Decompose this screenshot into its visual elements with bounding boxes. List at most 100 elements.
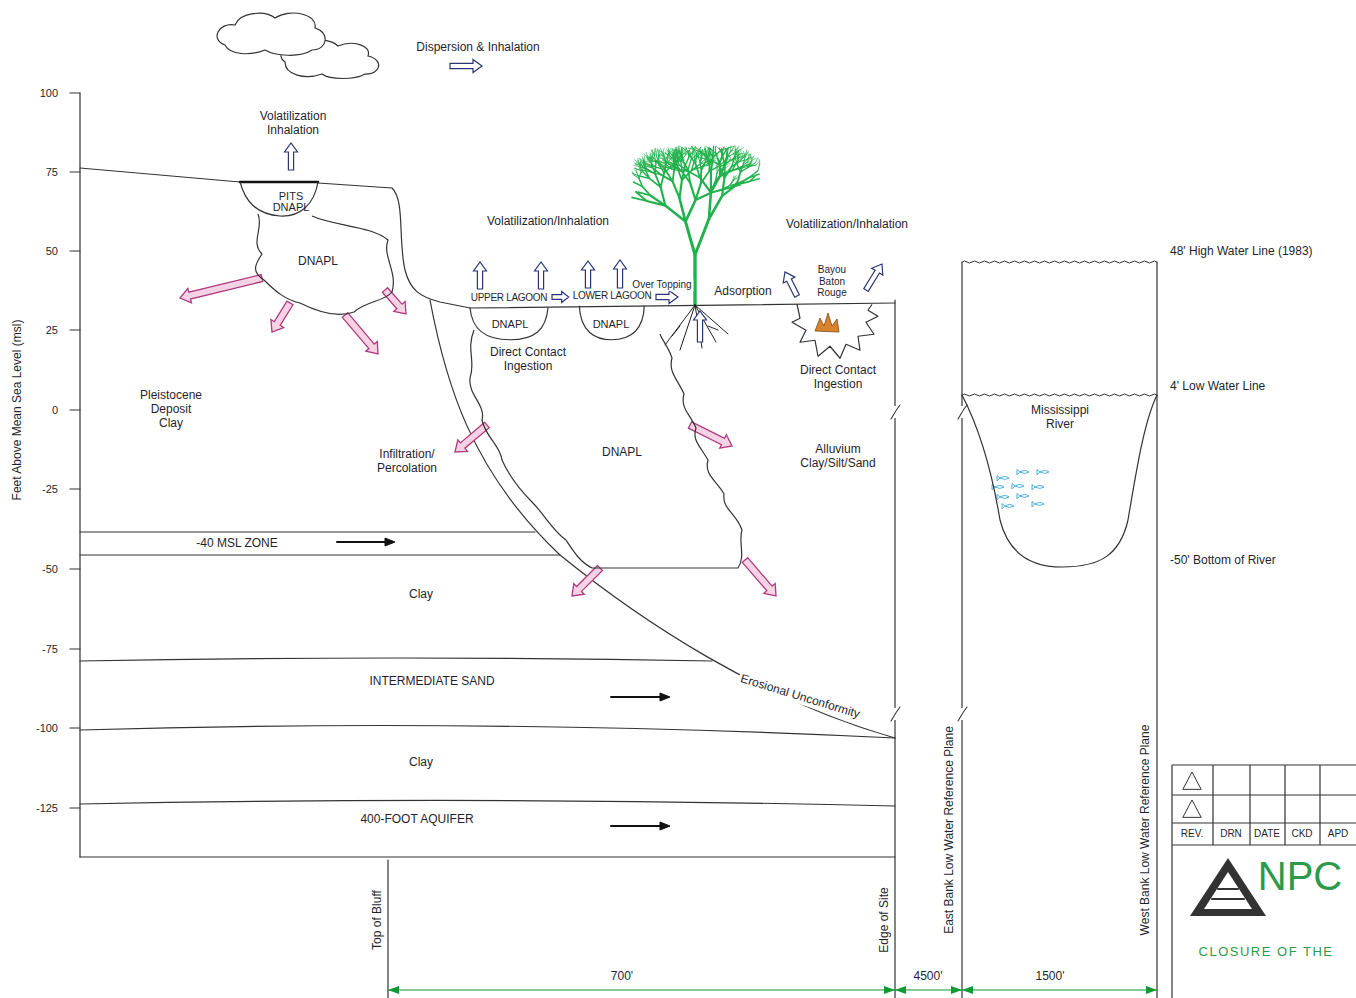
node-outline-path [470,308,548,340]
revision-triangle [1183,772,1201,817]
bluff-line [318,183,470,308]
annotation-label: APD [1328,828,1349,840]
dnapl-plume: DNAPL [248,208,398,326]
annotation-label: Volatilization/Inhalation [487,215,609,229]
migration-arrow [382,288,406,314]
pit-rim [240,181,318,184]
annotation-label: Dispersion & Inhalation [416,41,539,55]
node-outline-path [579,306,644,340]
node-outline-path [240,182,318,216]
dimension-line [388,989,1157,990]
title-block-grid [1172,765,1356,998]
annotation-label: 4500' [914,970,943,984]
title-block: NPC CLOSURE OF THE [1172,845,1356,998]
layer-boundary [80,726,895,739]
axis-line [79,93,80,857]
contamination-symbol [815,313,839,332]
break-symbol [958,405,967,419]
hollow-arrow [614,260,627,288]
annotation-label: 48' High Water Line (1983) [1170,245,1313,259]
pit: PITSDNAPL [236,180,322,220]
strata-band: INTERMEDIATE SAND [82,663,690,727]
annotation-label: -100 [36,722,58,735]
layer-boundary [80,658,712,661]
strata-band: 400-FOOT AQUIFER [82,807,892,855]
dimension-arrowhead [951,986,962,994]
annotation-label: Alluvium Clay/Silt/Sand [792,443,884,471]
layer-boundary [80,554,560,555]
break-symbol [891,707,900,721]
annotation-label: Pleistocene Deposit Clay [140,389,202,430]
hollow-arrow [864,264,883,291]
annotation-label: 25 [46,324,58,337]
dimension-arrowhead [388,986,399,994]
hollow-arrow [474,262,487,289]
company-logo [1212,889,1244,899]
node-text: UPPER LAGOON [471,292,547,304]
fish-symbol [1032,502,1044,507]
node-outline-path [962,395,1157,567]
annotation-label: -125 [36,802,58,815]
annotation-label: Feet Above Mean Sea Level (msl) [11,320,25,501]
annotation-label: 1500' [1036,970,1065,984]
migration-arrow [572,566,603,597]
hollow-arrow [285,143,298,170]
edge-of-site-line [894,300,895,998]
company-logo [1190,858,1266,916]
hollow-arrow [656,291,678,304]
fish-symbol [1012,484,1024,489]
strata-band: -40 MSL ZONE [82,533,530,554]
annotation-label: Over Topping [630,279,693,291]
layer-boundary [80,800,895,806]
node-outline-path [792,304,878,358]
node-text: Clay [409,756,433,770]
node-outline-path [470,330,742,568]
tree-root [665,305,728,350]
unconformity-line [430,300,895,738]
annotation-label: Top of Bluff [371,890,385,950]
break-symbol [958,707,967,721]
node-text: INTERMEDIATE SAND [369,675,494,689]
cloud [217,13,325,55]
tree-branch [632,157,750,201]
flow-arrowhead [660,693,670,701]
annotation-label: Volatilization Inhalation [260,110,327,138]
node-text: PITS [279,190,303,203]
node-text: NPC [1258,853,1342,899]
hollow-arrow [535,262,548,289]
tree-branch [693,255,696,305]
ground-surface [80,168,240,182]
river-channel: Mississippi River [964,397,1156,569]
hollow-arrow [450,60,482,73]
dimension-arrowhead [1146,986,1157,994]
flow-arrow [337,541,387,543]
node-text: 400-FOOT AQUIFER [360,813,473,827]
dimension-arrowhead [884,986,895,994]
annotation-label: -75 [42,643,58,656]
fish-symbol [1002,504,1014,509]
annotation-label: 0 [52,404,58,417]
annotation-label: DRN [1220,828,1242,840]
fish-symbol [997,495,1009,500]
annotation-label: Erosional Unconformity [737,672,864,723]
annotation-label: -50 [42,563,58,576]
annotation-label: CKD [1291,828,1312,840]
flow-arrowhead [660,822,670,830]
hollow-arrow [582,261,595,288]
ground-surface [470,303,895,308]
layer-boundary [80,856,895,857]
flow-arrow [611,825,662,827]
annotation-label: 100 [40,87,58,100]
tree-branch [686,219,709,255]
node-text: DNAPL [273,201,310,214]
annotation-label: Volatilization/Inhalation [786,218,908,232]
annotation-label: West Bank Low Water Reference Plane [1139,725,1153,936]
low-water-line [962,394,1157,396]
annotation-label: -25 [42,483,58,496]
annotation-label: 700' [611,970,633,984]
annotation-label: East Bank Low Water Reference Plane [943,726,957,934]
node-text: CLOSURE OF THE [1199,945,1334,960]
break-symbol [891,405,900,419]
annotation-label: DATE [1254,828,1280,840]
